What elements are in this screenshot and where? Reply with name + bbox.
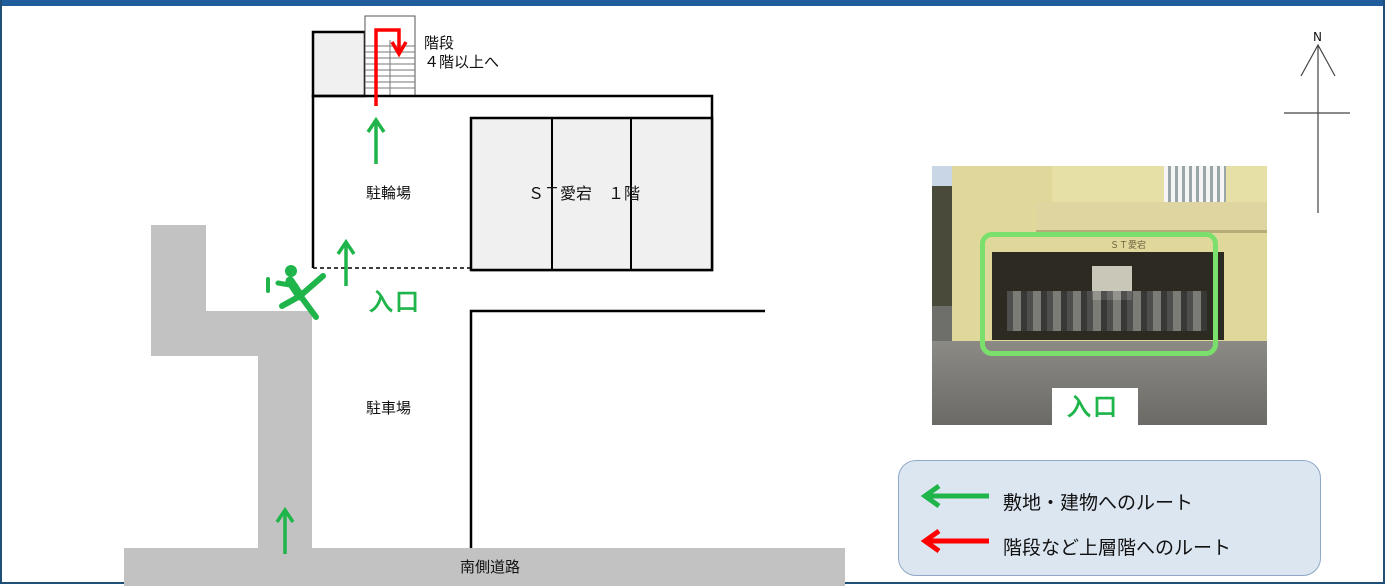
photo-entrance-highlight	[980, 232, 1218, 356]
top-border	[0, 0, 1385, 6]
road-shapes	[124, 225, 845, 586]
building-label: ＳＴ愛宕 １階	[528, 184, 641, 203]
south-road	[124, 548, 845, 586]
entrance-photo: ＳＴ愛宕 入口	[932, 166, 1267, 425]
side-path	[151, 225, 312, 548]
legend-label-site-route: 敷地・建物へのルート	[1003, 492, 1194, 514]
north-label: N	[1313, 30, 1322, 44]
legend-item-site-route: 敷地・建物へのルート	[899, 481, 1320, 514]
photo-sign-text: ＳＴ愛宕	[1110, 241, 1147, 251]
red-arrow-icon	[920, 528, 989, 554]
legend-label-upper-route: 階段など上層階へのルート	[1003, 537, 1232, 559]
parking-boundary	[469, 309, 765, 548]
green-route-arrow-entrance	[336, 238, 356, 286]
south-road-label: 南側道路	[460, 558, 521, 576]
photo-entrance-tag	[1052, 388, 1138, 425]
green-route-arrow-road	[275, 506, 295, 554]
legend-item-upper-route: 階段など上層階へのルート	[899, 526, 1320, 559]
red-route-arrow	[374, 28, 408, 106]
photo-entrance-label: 入口	[1067, 393, 1119, 421]
walking-person-icon	[266, 265, 326, 320]
parking-label: 駐車場	[366, 399, 412, 417]
building-units	[469, 116, 714, 272]
legend: 敷地・建物へのルート 階段など上層階へのルート	[898, 460, 1321, 576]
entrance-label: 入口	[369, 288, 421, 316]
green-route-arrow-top	[366, 116, 386, 164]
north-arrow-icon	[1284, 43, 1350, 213]
green-arrow-icon	[920, 483, 989, 509]
stairs-label: 階段	[424, 34, 455, 52]
bicycle-parking-label: 駐輪場	[366, 184, 412, 202]
stairs-sublabel: ４階以上へ	[424, 53, 500, 71]
